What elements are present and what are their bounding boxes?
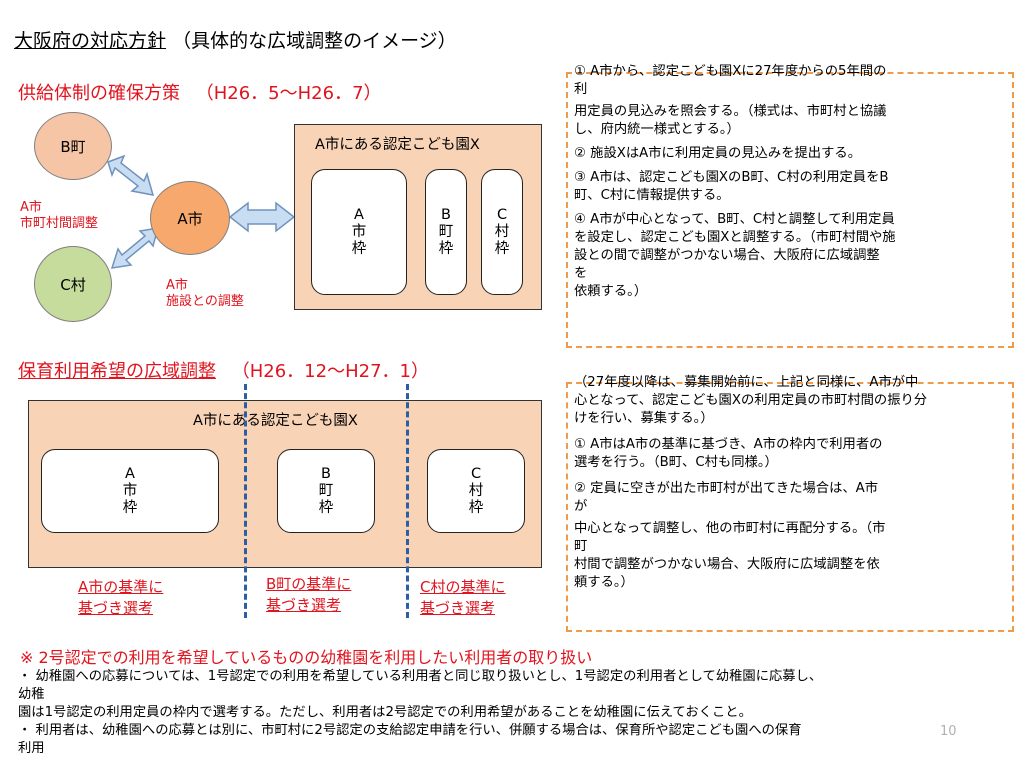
slot-a-city-2-label: A 市 枠 — [122, 465, 138, 516]
steps-box-1-line: 依頼する。） — [574, 284, 648, 299]
page-title: 大阪府の対応方針 （具体的な広域調整のイメージ） — [14, 26, 457, 53]
basis-b-town: B町の基準に 基づき選考 — [266, 574, 351, 616]
steps-box-1-line: 町、C村に情報提供する。 — [574, 188, 730, 203]
facility-box-1: A市にある認定こども園X A 市 枠 B 町 枠 C 村 枠 — [294, 124, 542, 310]
double-arrow-icon — [228, 201, 296, 233]
facility-box-1-label: A市にある認定こども園X — [315, 137, 480, 153]
slot-c-village-2: C 村 枠 — [427, 449, 525, 533]
node-a-city-label: A市 — [177, 209, 203, 228]
steps-box-2-line: （27年度以降は、募集開始前に、上記と同様に、A市が中 — [574, 375, 919, 390]
note-line: 利用 — [18, 741, 45, 756]
facility-box-2: A市にある認定こども園X A 市 枠 B 町 枠 C 村 枠 — [28, 400, 542, 568]
steps-box-1-line: ③ A市は、認定こども園XのB町、C村の利用定員をB — [574, 170, 889, 185]
steps-box-2-line: 町 — [574, 539, 588, 554]
steps-box-2-text: （27年度以降は、募集開始前に、上記と同様に、A市が中 心となって、認定こども園… — [574, 374, 927, 592]
label-facility-coordination-line1: A市 — [166, 278, 188, 293]
steps-box-2-line: 心となって、認定こども園Xの利用定員の市町村間の振り分 — [574, 393, 928, 408]
basis-c-village-line1: C村の基準に — [420, 578, 506, 596]
double-arrow-icon — [107, 154, 155, 196]
page-title-sub: （具体的な広域調整のイメージ） — [172, 30, 457, 52]
section1-heading: 供給体制の確保方策 （H26．5～H26．7） — [18, 79, 382, 105]
basis-c-village: C村の基準に 基づき選考 — [420, 577, 505, 619]
section1-heading-text: 供給体制の確保方策 — [18, 83, 180, 104]
note-body: ・ 幼稚園への応募については、1号認定での利用を希望している利用者と同じ取り扱い… — [18, 668, 822, 758]
steps-box-1 — [566, 72, 1014, 348]
node-b-town: B町 — [34, 112, 112, 180]
steps-box-1-line: ② 施設XはA市に利用定員の見込みを提出する。 — [574, 146, 861, 161]
slot-b-town-2-label: B 町 枠 — [318, 465, 334, 516]
basis-c-village-line2: 基づき選考 — [420, 599, 496, 617]
slot-c-village-label: C 村 枠 — [494, 206, 510, 257]
steps-box-2-line: 頼する。） — [574, 575, 634, 590]
slot-a-city: A 市 枠 — [311, 169, 407, 295]
section2-heading-text: 保育利用希望の広域調整 — [18, 361, 216, 382]
steps-box-1-line: 用定員の見込みを照会する。（様式は、市町村と協議 — [574, 104, 887, 119]
steps-box-1-text: ① A市から、認定こども園Xに27年度からの5年間の 利 用定員の見込みを照会す… — [574, 63, 896, 301]
section1-period: （H26．5～H26．7） — [195, 83, 382, 104]
basis-b-town-line2: 基づき選考 — [266, 596, 342, 614]
label-inter-municipal-line1: A市 — [20, 200, 42, 215]
node-c-village-label: C村 — [60, 275, 86, 294]
basis-a-city-line2: 基づき選考 — [78, 599, 154, 617]
slot-b-town-label: B 町 枠 — [438, 206, 454, 257]
steps-box-1-line: ① A市から、認定こども園Xに27年度からの5年間の — [574, 64, 887, 79]
steps-box-2-line: ① A市はA市の基準に基づき、A市の枠内で利用者の — [574, 437, 883, 452]
node-a-city: A市 — [150, 181, 230, 255]
steps-box-2-line: 村間で調整がつかない場合、大阪府に広域調整を依 — [574, 557, 880, 572]
note-heading: ※ 2号認定での利用を希望しているものの幼稚園を利用したい利用者の取り扱い — [20, 648, 593, 667]
basis-b-town-line1: B町の基準に — [266, 575, 352, 593]
note-line: ・ 利用者は、幼稚園への応募とは別に、市町村に2号認定の支給認定申請を行い、併願… — [18, 723, 802, 738]
steps-box-2-line: 中心となって調整し、他の市町村に再配分する。（市 — [574, 521, 886, 536]
steps-box-1-line: ④ A市が中心となって、B町、C村と調整して利用定員 — [574, 212, 895, 227]
steps-box-2-line: が — [574, 499, 588, 514]
slot-a-city-2: A 市 枠 — [41, 449, 219, 533]
note-line: ・ 幼稚園への応募については、1号認定での利用を希望している利用者と同じ取り扱い… — [18, 669, 823, 684]
steps-box-1-line: 設との間で調整がつかない場合、大阪府に広域調整 — [574, 248, 880, 263]
facility-box-2-label: A市にある認定こども園X — [193, 413, 358, 429]
label-inter-municipal-line2: 市町村間調整 — [20, 216, 99, 231]
note-line: 幼稚 — [18, 687, 45, 702]
section2-period: （H26．12～H27．1） — [231, 361, 429, 382]
slot-c-village: C 村 枠 — [481, 169, 523, 295]
divider-b-c — [406, 384, 409, 618]
label-facility-coordination-line2: 施設との調整 — [166, 294, 244, 309]
page-title-main: 大阪府の対応方針 — [14, 30, 167, 52]
page-number: 10 — [940, 724, 957, 739]
steps-box-1-line: 利 — [574, 82, 588, 97]
double-arrow-icon — [110, 227, 160, 269]
node-c-village: C村 — [34, 246, 112, 322]
basis-a-city: A市の基準に 基づき選考 — [78, 577, 163, 619]
note-line: 園は1号認定の利用定員の枠内で選考する。ただし、利用者は2号認定での利用希望があ… — [18, 705, 752, 720]
steps-box-1-line: し、府内統一様式とする。） — [574, 122, 740, 137]
slot-b-town-2: B 町 枠 — [277, 449, 375, 533]
slot-c-village-2-label: C 村 枠 — [468, 465, 484, 516]
steps-box-2-line: ② 定員に空きが出た市町村が出てきた場合は、A市 — [574, 481, 879, 496]
steps-box-2-line: 選考を行う。（B町、C村も同様。） — [574, 455, 778, 470]
basis-a-city-line1: A市の基準に — [78, 578, 164, 596]
label-inter-municipal: A市 市町村間調整 — [20, 200, 98, 232]
divider-a-b — [244, 384, 247, 618]
slot-b-town: B 町 枠 — [425, 169, 467, 295]
steps-box-2-line: けを行い、募集する。） — [574, 411, 714, 426]
section2-heading: 保育利用希望の広域調整 （H26．12～H27．1） — [18, 357, 429, 383]
node-b-town-label: B町 — [60, 137, 86, 156]
steps-box-1-line: を設定し、認定こども園Xと調整する。（市町村間や施 — [574, 230, 896, 245]
slot-a-city-label: A 市 枠 — [351, 206, 367, 257]
label-facility-coordination: A市 施設との調整 — [166, 278, 244, 310]
steps-box-2 — [566, 382, 1014, 632]
steps-box-1-line: を — [574, 266, 588, 281]
